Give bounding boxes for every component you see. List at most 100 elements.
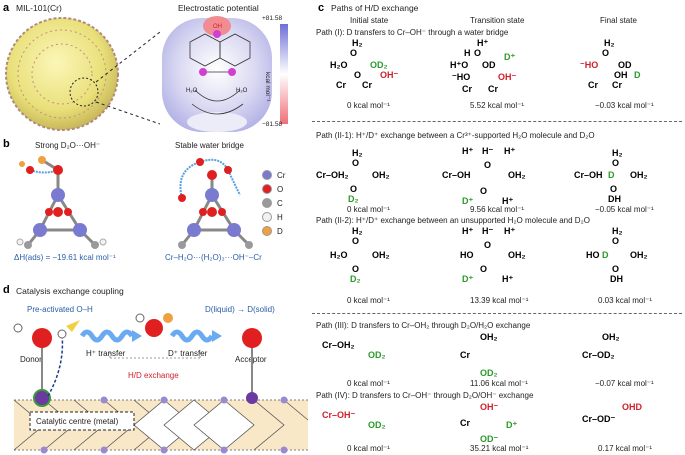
svg-text:Cr: Cr — [588, 80, 598, 90]
water-oxygen — [145, 319, 163, 337]
svg-text:Cr–OH: Cr–OH — [574, 170, 603, 180]
donor-oxygen — [32, 328, 52, 348]
svg-text:OH₂: OH₂ — [508, 250, 526, 260]
cr-atom — [228, 68, 236, 76]
svg-text:H: H — [464, 48, 471, 58]
h-transfer-label: H⁺ transfer — [86, 349, 126, 358]
svg-text:H⁺: H⁺ — [477, 38, 488, 48]
svg-text:OH⁻: OH⁻ — [498, 72, 517, 82]
esp-scale-min: −81.58 — [262, 121, 283, 128]
svg-text:⁻HO: ⁻HO — [452, 72, 470, 82]
path-2-title: Path (II-1): H⁺/D⁺ exchange between a Cr… — [316, 131, 595, 140]
panel-d-title: Catalysis exchange coupling — [16, 286, 124, 296]
esp-surface: OH H₂O H₂O — [162, 16, 272, 132]
svg-text:Cr: Cr — [460, 418, 470, 428]
catalytic-centre-box — [29, 411, 135, 431]
svg-text:H₂O: H₂O — [186, 88, 198, 94]
energy: 0 kcal mol⁻¹ — [347, 101, 390, 110]
activation-arrow — [47, 333, 64, 397]
svg-text:OD₂: OD₂ — [370, 60, 388, 70]
svg-text:OD₂: OD₂ — [480, 368, 498, 378]
legend-label: Cr — [277, 170, 286, 180]
panel-b-left-title: Strong D₂O···OH⁻ — [35, 141, 101, 150]
svg-text:O: O — [352, 158, 359, 168]
energy: 0 kcal mol⁻¹ — [347, 296, 390, 305]
svg-text:⁻HO: ⁻HO — [580, 60, 598, 70]
svg-text:OH₂: OH₂ — [602, 332, 620, 342]
legend-item-h: H — [262, 210, 310, 224]
esp-scale-unit: kcal mol⁻¹ — [264, 72, 271, 102]
svg-text:D₂: D₂ — [350, 274, 361, 284]
svg-text:D: D — [634, 70, 641, 80]
legend-swatch — [262, 198, 272, 208]
svg-text:H₂O: H₂O — [330, 60, 348, 70]
svg-text:OD₂: OD₂ — [368, 350, 386, 360]
svg-text:OH⁻: OH⁻ — [480, 402, 499, 412]
col-transition: Transition state — [470, 16, 525, 25]
cr-atom — [213, 30, 221, 38]
zoom-line-bottom — [95, 101, 161, 125]
svg-text:OH₂: OH₂ — [480, 332, 498, 342]
panel-b-right-title: Stable water bridge — [175, 141, 244, 150]
svg-text:D: D — [608, 170, 615, 180]
svg-text:O: O — [480, 264, 487, 274]
path-4-title: Path (III): D transfers to Cr–OH₂ throug… — [316, 321, 531, 330]
mof-name: MIL-101(Cr) — [16, 3, 62, 13]
path-1-title: Path (I): D transfers to Cr–OH⁻ through … — [316, 28, 509, 37]
acceptor-oxygen — [242, 328, 262, 348]
svg-text:Cr–OD₂: Cr–OD₂ — [582, 350, 615, 360]
svg-text:H₂: H₂ — [352, 38, 363, 48]
legend-item-cr: Cr — [262, 168, 310, 182]
svg-text:Cr–OD⁻: Cr–OD⁻ — [582, 414, 616, 424]
svg-text:H₂: H₂ — [352, 226, 363, 236]
panel-d-label: d — [3, 284, 10, 296]
svg-text:OH⁻: OH⁻ — [380, 70, 399, 80]
legend-swatch — [262, 184, 272, 194]
energy: −0.05 kcal mol⁻¹ — [595, 205, 654, 214]
legend-label: H — [277, 212, 283, 222]
panel-c-title: Paths of H/D exchange — [331, 3, 419, 13]
svg-text:OD⁻: OD⁻ — [480, 434, 499, 444]
panel-b-graphic — [16, 156, 253, 249]
panel-a-graphic: OH H₂O H₂O — [5, 16, 288, 132]
svg-text:O: O — [352, 264, 359, 274]
svg-text:OH₂: OH₂ — [372, 170, 390, 180]
svg-text:O: O — [612, 158, 619, 168]
energy: 0 kcal mol⁻¹ — [347, 379, 390, 388]
svg-text:O: O — [354, 70, 361, 80]
acceptor-metal — [246, 392, 258, 404]
svg-text:H₂: H₂ — [352, 148, 363, 158]
svg-text:H₂O: H₂O — [236, 88, 248, 94]
catalytic-centre-atom — [33, 389, 51, 407]
hd-exchange-label: H/D exchange — [128, 371, 179, 380]
svg-text:H₂: H₂ — [604, 38, 615, 48]
panel-b-right-caption: Cr–H₂O···(H₂O)₃···OH⁻–Cr — [165, 253, 262, 262]
h-transfer-wave — [79, 329, 135, 343]
svg-text:H₂O: H₂O — [330, 250, 348, 260]
svg-text:Cr–OH₂: Cr–OH₂ — [322, 340, 355, 350]
svg-text:Cr–OH⁻: Cr–OH⁻ — [322, 410, 356, 420]
legend-swatch — [262, 170, 272, 180]
svg-text:O: O — [350, 184, 357, 194]
energy: 11.06 kcal mol⁻¹ — [470, 379, 528, 388]
donor-hydrogen — [57, 329, 67, 339]
svg-text:D: D — [602, 250, 609, 260]
svg-text:Cr: Cr — [460, 350, 470, 360]
svg-text:O: O — [612, 264, 619, 274]
energy: 13.39 kcal mol⁻¹ — [470, 296, 529, 305]
svg-text:OH₂: OH₂ — [630, 250, 648, 260]
panel-d-graphic — [13, 313, 309, 454]
legend-label: O — [277, 184, 284, 194]
legend-item-d: D — [262, 224, 310, 238]
energy: 0.03 kcal mol⁻¹ — [598, 296, 653, 305]
svg-text:H⁺: H⁺ — [502, 274, 513, 284]
svg-text:Cr: Cr — [488, 84, 498, 94]
zoom-line-top — [95, 31, 161, 83]
panel-c-label: c — [318, 2, 325, 14]
